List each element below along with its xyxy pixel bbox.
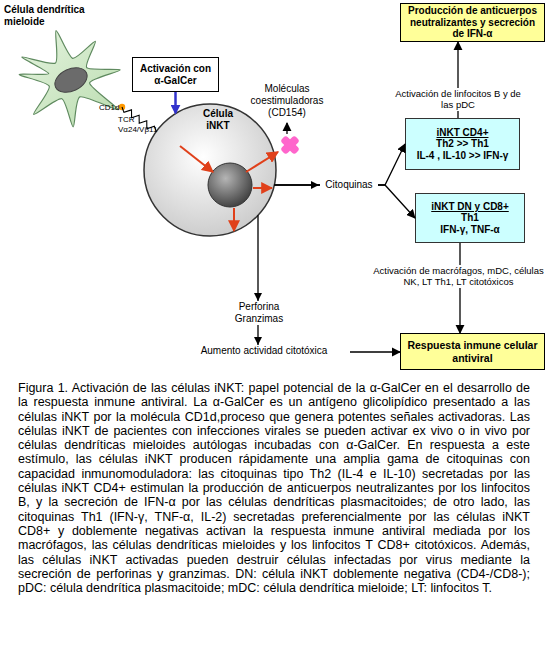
arrow-connector xyxy=(258,215,400,352)
cytokine-label: Citoquinas xyxy=(320,179,378,191)
cd154-symbol xyxy=(276,131,304,159)
node-heading: Célula iNKT xyxy=(196,108,240,131)
edge-label: Activación de macrófagos, mDC, células N… xyxy=(370,265,547,288)
connectors xyxy=(122,42,460,352)
effect-label: Aumento actividad citotóxica xyxy=(178,345,350,357)
node-heading: Célula dendrítica mieloide xyxy=(4,4,88,27)
node-heading: Producción de anticuerpos neutralizantes… xyxy=(404,5,541,40)
cell-nucleus xyxy=(208,163,252,207)
outcome-box: Respuesta inmune celular antiviral xyxy=(400,333,545,370)
leader-arrow xyxy=(286,123,287,134)
node-heading: iNKT DN y CD8+ xyxy=(431,201,509,213)
effector-label: Perforina Granzimas xyxy=(232,301,286,325)
signal-arrow xyxy=(180,146,213,172)
mid-arrowhead xyxy=(254,337,262,345)
node-text: IFN-γ, TNF-α xyxy=(440,224,499,236)
node-heading: iNKT CD4+ xyxy=(437,127,489,139)
stimulus-box: Activación con α-GalCer xyxy=(132,57,219,92)
inkt-cell: Célula iNKT xyxy=(143,103,277,237)
receptor-link xyxy=(122,107,156,132)
subset-box: iNKT DN y CD8+Th1IFN-γ, TNF-α xyxy=(415,193,525,243)
node-heading: Activación con α-GalCer xyxy=(136,63,215,86)
dendritic-cell: Célula dendrítica mieloide xyxy=(3,3,135,131)
arrow-connector xyxy=(274,144,405,185)
cd1d-molecule xyxy=(119,104,125,110)
arrow-connector xyxy=(274,185,415,218)
cell-body xyxy=(19,31,120,127)
node-heading: Respuesta inmune celular antiviral xyxy=(404,339,541,364)
arrow-connector xyxy=(459,243,460,333)
node-text: IL-4 , IL-10 >> IFN-γ xyxy=(417,150,509,162)
subset-box: iNKT CD4+Th2 >> Th1IL-4 , IL-10 >> IFN-γ xyxy=(405,118,520,170)
decorations xyxy=(119,104,319,345)
signal-arrow xyxy=(253,187,272,189)
mid-arrowhead xyxy=(311,181,319,189)
signal-arrow xyxy=(233,208,235,231)
signal-arrow xyxy=(246,152,278,172)
molecule-label: Moléculas coestimuladoras (CD154) xyxy=(236,83,338,119)
mid-arrowhead xyxy=(254,293,262,301)
figure-caption: Figura 1. Activación de las células iNKT… xyxy=(18,381,530,595)
arrow-connector xyxy=(457,42,458,118)
cell-nucleus xyxy=(51,63,91,97)
node-text: Th1 xyxy=(461,212,479,224)
arrow-connector xyxy=(174,92,177,113)
edge-label: Activación de linfocitos B y de las pDC xyxy=(394,88,522,111)
cell-body xyxy=(144,104,276,236)
outcome-box: Producción de anticuerpos neutralizantes… xyxy=(400,3,545,42)
node-text: Th2 >> Th1 xyxy=(436,138,489,150)
